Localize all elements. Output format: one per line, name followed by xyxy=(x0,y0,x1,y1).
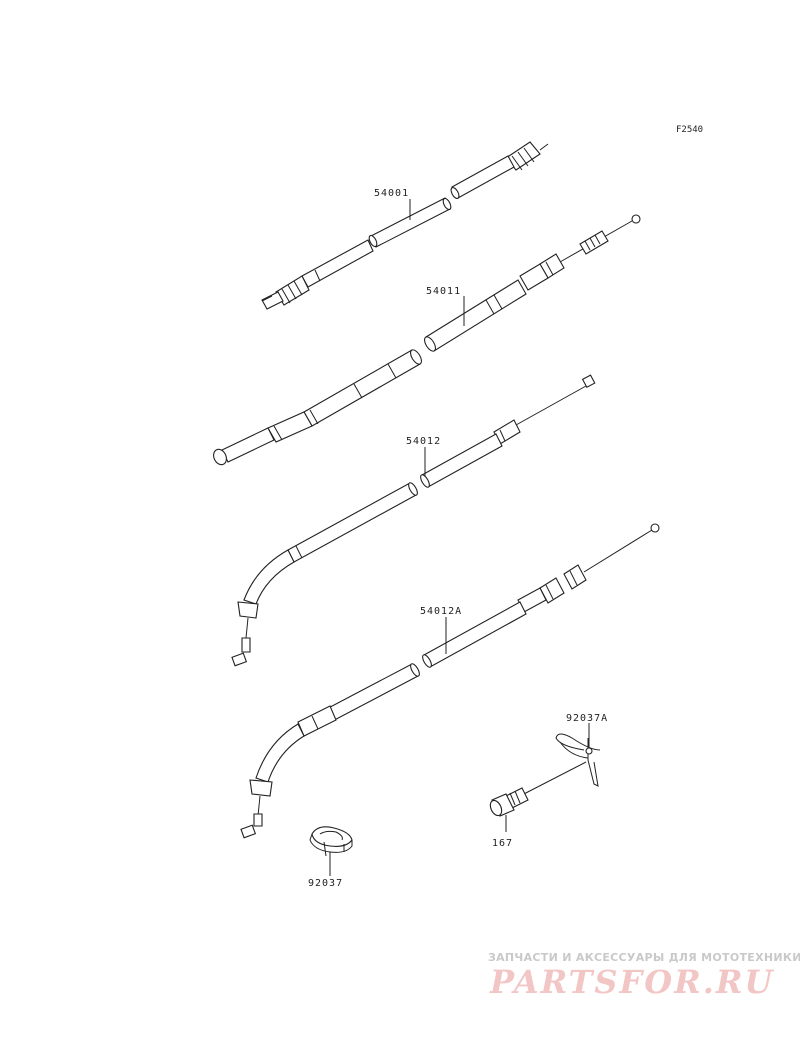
label-54012A: 54012A xyxy=(420,606,462,617)
diagram-code: F2540 xyxy=(676,125,703,135)
cable-54012[interactable] xyxy=(231,374,596,667)
cable-54001[interactable] xyxy=(261,141,549,310)
label-54011: 54011 xyxy=(426,286,461,297)
label-92037: 92037 xyxy=(308,878,343,889)
bolt-167[interactable] xyxy=(488,761,587,817)
cable-54012A[interactable] xyxy=(240,523,660,839)
label-92037A: 92037A xyxy=(566,713,608,724)
label-54012: 54012 xyxy=(406,436,441,447)
cable-54011[interactable] xyxy=(211,214,641,467)
clamp-92037[interactable] xyxy=(309,826,353,857)
label-54001: 54001 xyxy=(374,188,409,199)
watermark-logo: partsfor.ru xyxy=(490,963,775,1001)
clip-92037A[interactable] xyxy=(555,733,601,787)
watermark-tagline: ЗАПЧАСТИ И АКСЕССУАРЫ ДЛЯ МОТОТЕХНИКИ xyxy=(488,951,800,964)
label-167: 167 xyxy=(492,838,513,849)
